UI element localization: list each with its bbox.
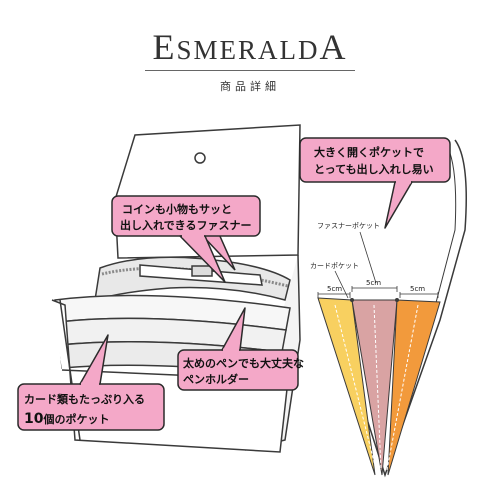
page-subtitle: 商品詳細 (220, 80, 280, 93)
fastener-pocket-label: ファスナーポケット (317, 222, 380, 230)
callout-coin: コインも小物もサッと 出し入れできるファスナー (111, 195, 261, 283)
callout-open-line2: とっても出し入れし易い (314, 162, 434, 176)
callout-card-line1: カード類もたっぷり入る (24, 392, 145, 406)
brand-middle: SMERALD (176, 35, 320, 65)
pocket-yellow (317, 297, 376, 476)
pocket-orange (387, 299, 441, 476)
dim-mid-label: 5cm (366, 279, 381, 287)
callout-open-line1: 大きく開くポケットで (314, 145, 424, 159)
callout-coin-line2: 出し入れできるファスナー (120, 218, 251, 232)
dim-right-label: 5cm (410, 285, 425, 293)
pocket-diagram: 5cm 5cm 5cm ファスナーポケット カードポケット (310, 139, 467, 478)
dim-left-label: 5cm (327, 285, 342, 293)
callout-card-line2: 個のポケット (42, 412, 109, 426)
svg-text:10個のポケット: 10個のポケット (24, 411, 109, 427)
callout-open: 大きく開くポケットで とっても出し入れし易い (299, 137, 451, 229)
callout-pen-line1: 太めのペンでも大丈夫な (182, 356, 304, 370)
callout-card: カード類もたっぷり入る 10個のポケット (17, 334, 165, 431)
brand-logo: ESMERALDA (0, 26, 500, 68)
pocket-shell (334, 139, 467, 478)
header-divider (145, 70, 355, 71)
callout-coin-line1: コインも小物もサッと (122, 202, 232, 216)
callout-card-number: 10 (24, 411, 44, 427)
brand-final: A (319, 27, 348, 67)
callout-pen-line2: ペンホルダー (183, 372, 249, 386)
snap-button-icon (194, 152, 206, 164)
brand-initial: E (152, 27, 177, 67)
header: ESMERALDA 商品詳細 (0, 0, 500, 110)
callout-pen: 太めのペンでも大丈夫な ペンホルダー (177, 307, 304, 391)
pocket-pink (351, 299, 398, 476)
pen-clip (191, 265, 213, 277)
card-pocket-label: カードポケット (310, 262, 359, 270)
